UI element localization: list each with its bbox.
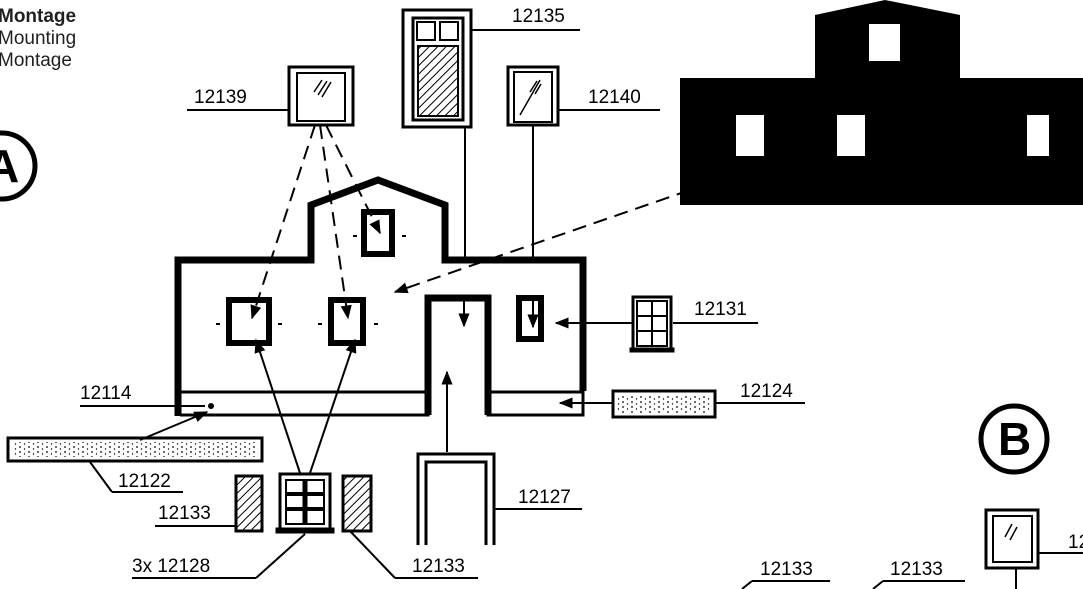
header: Montage Mounting Montage xyxy=(0,6,76,72)
arrow-12128-left xyxy=(254,338,301,474)
step-b-marker: B xyxy=(978,403,1050,475)
label-12139: 12139 xyxy=(194,87,247,108)
shutter-left-12133 xyxy=(234,474,264,533)
leader-12128-a xyxy=(255,533,306,579)
header-line-en: Mounting xyxy=(0,28,77,49)
label-12114: 12114 xyxy=(80,383,132,404)
header-title: Montage xyxy=(0,6,77,27)
label-12140: 12140 xyxy=(588,87,641,108)
label-b-cut: 12 xyxy=(1068,532,1083,553)
building-front-wall xyxy=(174,176,587,417)
part-12131-window xyxy=(629,295,675,353)
label-12127: 12127 xyxy=(518,487,571,508)
step-a-marker: A xyxy=(0,130,38,202)
label-12133-b2: 12133 xyxy=(890,559,943,580)
part-12122-strip xyxy=(6,436,264,463)
label-12133-left: 12133 xyxy=(158,503,211,524)
point-12114 xyxy=(208,403,214,409)
leader-12133-bottom-a xyxy=(349,530,396,579)
dashed-arrows-12139 xyxy=(250,124,381,320)
dashed-arrow-back-wall xyxy=(393,189,691,294)
label-12135: 12135 xyxy=(512,6,565,27)
arrow-12128-right xyxy=(309,338,357,474)
label-12124: 12124 xyxy=(740,381,793,402)
label-12128: 3x 12128 xyxy=(132,556,210,577)
part-b-window xyxy=(984,508,1083,589)
right-window-opening xyxy=(516,295,544,342)
back-wall-panel xyxy=(680,0,1083,205)
part-12124-plinth xyxy=(611,389,717,419)
arrow-12122 xyxy=(139,411,209,441)
part-12127-door-frame xyxy=(416,452,496,545)
step-a-letter: A xyxy=(0,140,19,192)
label-12122: 12122 xyxy=(118,471,171,492)
wall-ticks xyxy=(216,235,406,325)
shutter-right-12133 xyxy=(341,474,373,533)
left-window-opening xyxy=(226,297,272,346)
label-12133-b1: 12133 xyxy=(760,559,813,580)
label-12131: 12131 xyxy=(694,299,747,320)
gable-window-opening xyxy=(361,209,395,257)
leader-12122-a xyxy=(89,461,113,493)
step-b-letter: B xyxy=(998,413,1031,465)
part-12135-door xyxy=(401,8,580,129)
wall-window-openings xyxy=(226,209,544,346)
part-12128-window xyxy=(275,472,335,534)
label-12133-bottom: 12133 xyxy=(412,556,465,577)
header-line-fr: Montage xyxy=(0,50,72,71)
part-12139-window xyxy=(287,65,355,127)
